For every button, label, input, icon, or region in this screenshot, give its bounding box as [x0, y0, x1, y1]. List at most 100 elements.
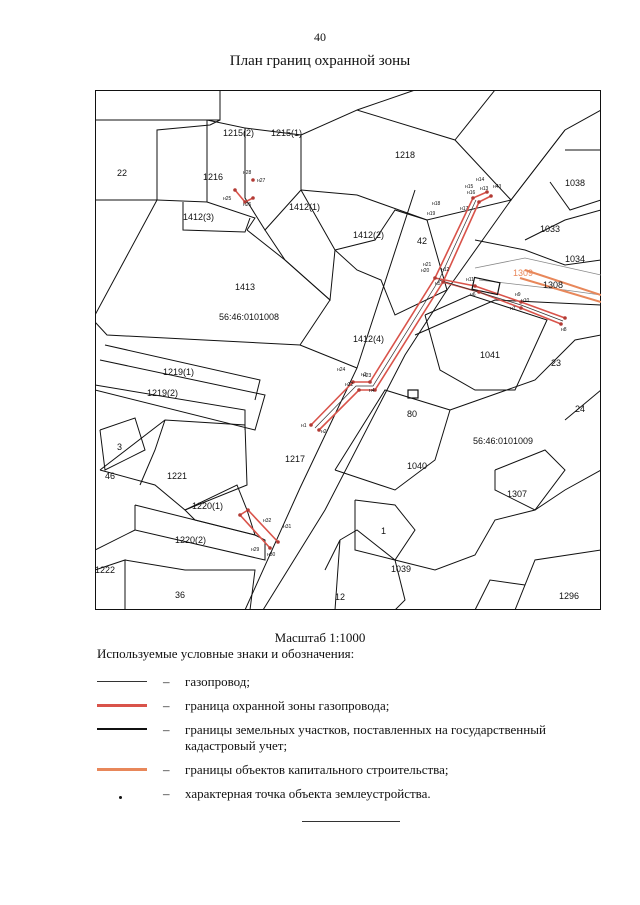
point-label: н10: [521, 298, 530, 304]
parcel-label: 1307: [507, 489, 527, 499]
parcel-label: 1216: [203, 172, 223, 182]
point-label: н5: [435, 281, 441, 287]
parcel-label: 12: [335, 592, 345, 602]
point-label: н20: [421, 268, 430, 274]
legend-text: газопровод;: [185, 674, 251, 689]
parcel-label: 1033: [540, 224, 560, 234]
gas-pipe-swatch: [97, 681, 147, 682]
parcel-boundary-swatch: [97, 728, 147, 730]
legend-item-gas-pipe: – газопровод;: [97, 674, 567, 690]
parcel-label: 1215(1): [271, 128, 302, 138]
legend-item-point: – характерная точка объекта землеустройс…: [97, 786, 567, 802]
legend-dash: –: [163, 786, 170, 801]
gas-pipe-branch: [438, 279, 564, 322]
point-label: н15: [465, 184, 474, 190]
parcel-labels: 1215(2) 1215(1) 1216 22 1218 1038 1412(3…: [95, 128, 585, 602]
legend-text: границы объектов капитального строительс…: [185, 762, 449, 777]
point-label: н32: [263, 518, 272, 524]
point-label: н22: [345, 382, 354, 388]
point-label: н2: [321, 429, 327, 435]
page-title: План границ охранной зоны: [229, 53, 411, 69]
point-label: н16: [467, 190, 476, 196]
parcel-label: 1219(1): [163, 367, 194, 377]
legend-dash: –: [163, 722, 170, 737]
point-label: н11: [466, 277, 474, 283]
map-frame: [95, 90, 601, 610]
building-boundary-swatch: [97, 768, 147, 771]
parcel-boundaries: [95, 90, 601, 610]
legend-item-protection-zone: – граница охранной зоны газопровода;: [97, 698, 567, 714]
point-label: н6: [470, 292, 476, 298]
point-label: н25: [223, 196, 232, 202]
parcel-label: 36: [175, 590, 185, 600]
point-label: н28: [243, 170, 252, 176]
parcel-label: 1: [381, 526, 386, 536]
parcel-label: 1412(3): [183, 212, 214, 222]
point-label: н3: [361, 372, 367, 378]
street-edge-left: [244, 189, 416, 610]
legend-text: граница охранной зоны газопровода;: [185, 698, 390, 713]
parcel-label: 46: [105, 471, 115, 481]
point-label: н13: [480, 186, 489, 192]
point-label: н7: [510, 306, 516, 312]
parcel-label: 1041: [480, 350, 500, 360]
parcel-label: 1219(2): [147, 388, 178, 398]
gas-pipe-line: [314, 199, 477, 429]
scale-label: Масштаб 1:1000: [274, 630, 366, 645]
protection-zone-swatch: [97, 704, 147, 707]
legend-dash: –: [163, 674, 170, 689]
point-labels: н1 н2 н3 н4 н5 н6 н7 н8 н9 н10 н11 н12 н…: [223, 170, 567, 558]
parcel-label: 1308: [543, 280, 563, 290]
parcel-label: 1034: [565, 254, 585, 264]
point-label: н8: [561, 327, 567, 333]
parcel-label: 1412(4): [353, 334, 384, 344]
point-label: н24: [337, 367, 346, 373]
parcel-label: 56:46:0101008: [219, 312, 279, 322]
point-label: н27: [257, 178, 266, 184]
parcel-label: 24: [575, 404, 585, 414]
road-band: [474, 257, 601, 296]
parcel-label: 1220(2): [175, 535, 206, 545]
parcel-label: 56:46:0101009: [473, 436, 533, 446]
parcel-label: 1412(2): [353, 230, 384, 240]
characteristic-points: [233, 178, 567, 550]
point-label: н19: [427, 211, 436, 217]
point-label: н9: [515, 292, 521, 298]
parcel-label: 1039: [391, 564, 411, 574]
point-label: н4: [369, 388, 375, 394]
legend-text: характерная точка объекта землеустройств…: [185, 786, 431, 801]
parcel-label: 1413: [235, 282, 255, 292]
cadastral-map: 1215(2) 1215(1) 1216 22 1218 1038 1412(3…: [95, 90, 601, 610]
point-label: н17: [460, 206, 469, 212]
point-label: н26: [243, 202, 252, 208]
point-label: н31: [283, 524, 292, 530]
legend-dash: –: [163, 762, 170, 777]
building-label: 1309: [513, 268, 533, 278]
building-boundaries: [519, 269, 601, 303]
point-label: н18: [432, 201, 441, 207]
point-label: н12: [441, 267, 450, 273]
legend-item-buildings: – границы объектов капитального строител…: [97, 762, 567, 778]
parcel-label: 1038: [565, 178, 585, 188]
point-label: н23: [363, 373, 372, 379]
legend-text: границы земельных участков, поставленных…: [185, 722, 546, 753]
point-label: н29: [251, 547, 260, 553]
legend-item-land-parcels: – границы земельных участков, поставленн…: [97, 722, 567, 754]
parcel-label: 1221: [167, 471, 187, 481]
parcel-label: 42: [417, 236, 427, 246]
signature-rule: [302, 821, 400, 822]
legend-dash: –: [163, 698, 170, 713]
parcel-label: 1218: [395, 150, 415, 160]
map-svg: 1215(2) 1215(1) 1216 22 1218 1038 1412(3…: [95, 90, 601, 610]
parcel-label: 1220(1): [192, 501, 223, 511]
parcel-label: 1412(1): [289, 202, 320, 212]
small-structure: [407, 389, 419, 399]
parcel-label: 1215(2): [223, 128, 254, 138]
parcel-label: 1040: [407, 461, 427, 471]
point-label: н1: [301, 423, 307, 429]
parcel-label: 22: [117, 168, 127, 178]
point-label: н14: [476, 177, 485, 183]
point-swatch: [119, 796, 122, 799]
parcel-label: 80: [407, 409, 417, 419]
point-label: н43: [493, 184, 502, 190]
